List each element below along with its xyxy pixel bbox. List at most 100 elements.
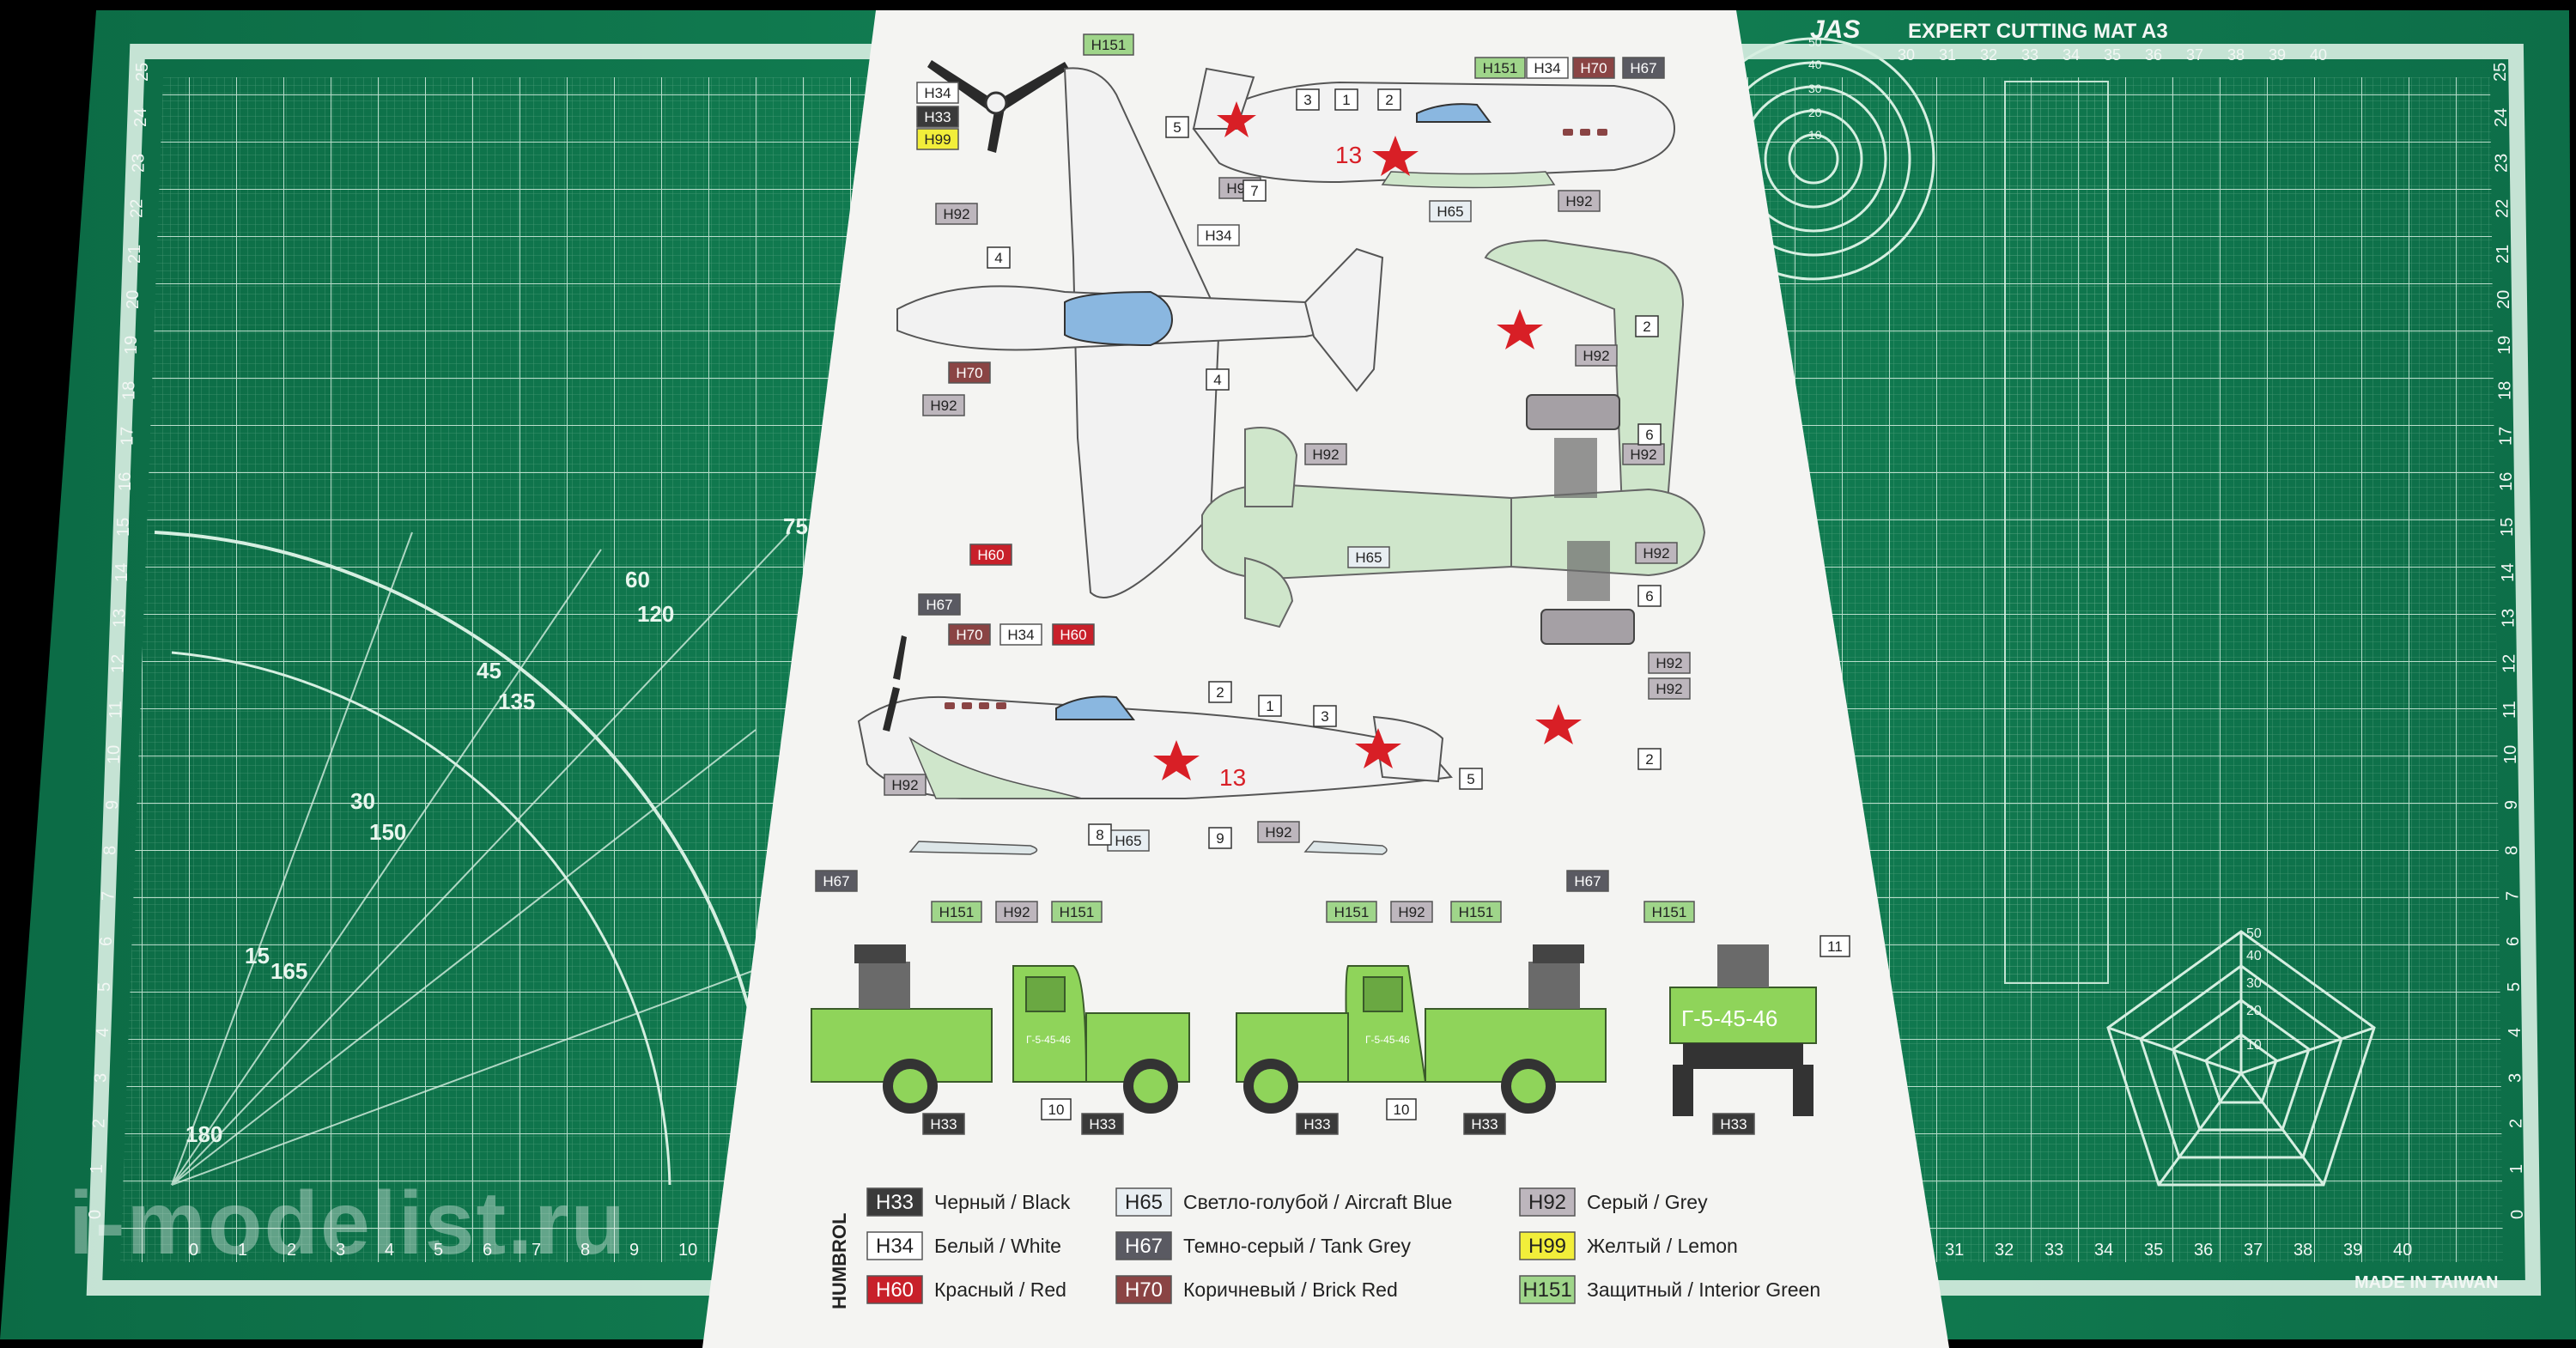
right-ruler-label: 23 (2493, 154, 2512, 173)
left-ruler-label: 4 (94, 1028, 112, 1037)
callout-code: H151 (939, 904, 975, 920)
bottom-ruler-label: 33 (2044, 1241, 2063, 1260)
part-number: 1 (1342, 92, 1350, 108)
left-ruler-label: 3 (92, 1073, 111, 1083)
part-number-box (1088, 823, 1112, 846)
right-ruler-label: 17 (2496, 427, 2515, 446)
part-number-box (1165, 116, 1189, 138)
propeller-detail (927, 60, 1069, 153)
part-number-box (1296, 88, 1320, 111)
callout-code: H92 (1583, 348, 1609, 364)
callout-box (1622, 57, 1665, 79)
bottom-ruler-label: 2 (287, 1241, 296, 1260)
side-view-2: 13 (857, 635, 1453, 855)
legend-code: H99 (1528, 1235, 1566, 1258)
part-number: 6 (1645, 588, 1653, 604)
bottom-ruler-label: 9 (629, 1241, 639, 1260)
mat-pentagon (2106, 930, 2376, 1187)
callout-code: H151 (1483, 60, 1518, 76)
callout-code: H92 (1003, 904, 1030, 920)
left-ruler-label: 9 (103, 800, 122, 810)
right-ruler: 2524232221201918171615141312111098765432… (2491, 63, 2527, 1219)
callout-code: H92 (891, 777, 918, 793)
legend-code: H70 (1125, 1278, 1163, 1302)
right-ruler-label: 3 (2506, 1073, 2525, 1083)
target-ring-30: 30 (1808, 82, 1822, 95)
callout-box (1347, 546, 1390, 568)
callout-box (1712, 1113, 1755, 1135)
callout-code: H65 (1115, 833, 1141, 849)
truck-right: Г-5-45-46 (1236, 944, 1607, 1114)
left-ruler-label: 0 (86, 1210, 105, 1219)
bottom-ruler-label: 31 (1945, 1241, 1964, 1260)
callout-code: H151 (1334, 904, 1370, 920)
star-marking-bottom (1497, 309, 1582, 744)
left-ruler-label: 24 (131, 108, 150, 127)
legend-code: H151 (1522, 1278, 1571, 1302)
part-number-box (1637, 585, 1662, 607)
left-ruler-label: 22 (127, 199, 146, 218)
callout-box (1566, 870, 1609, 892)
callout-code: H70 (1580, 60, 1607, 76)
part-number-box (1208, 827, 1232, 849)
callout-code: H34 (924, 85, 951, 101)
angle-arc-inner (171, 651, 671, 1186)
part-number: 9 (1216, 830, 1224, 847)
right-ruler-label: 0 (2508, 1210, 2527, 1219)
right-ruler-label: 22 (2493, 199, 2512, 218)
part-number: 3 (1321, 708, 1328, 725)
callout-code: H67 (1574, 873, 1601, 890)
legend-swatch (1519, 1275, 1576, 1304)
part-number-box (987, 246, 1011, 269)
exhaust-stubs-1 (1563, 129, 1607, 136)
part-number-box (1637, 748, 1662, 770)
callout-code: H151 (1060, 904, 1095, 920)
left-ruler-label: 8 (101, 846, 120, 855)
aircraft-number-2: 13 (1219, 764, 1246, 791)
callout-box (999, 623, 1042, 646)
part-number: 2 (1216, 684, 1224, 701)
left-ruler-label: 6 (97, 937, 116, 946)
bottom-ruler-label: 39 (2343, 1241, 2362, 1260)
callout-code: H34 (1007, 627, 1034, 643)
left-ruler-label: 23 (130, 154, 149, 173)
callout-box (948, 361, 991, 384)
legend-label: Коричневый / Brick Red (1183, 1278, 1398, 1301)
callout-code: H92 (1630, 446, 1656, 463)
left-ruler-label: 15 (114, 518, 133, 537)
callout-box (1643, 901, 1695, 923)
callout-code: H33 (1303, 1116, 1330, 1132)
part-number: 2 (1385, 92, 1393, 108)
callout-box (1429, 200, 1472, 222)
callout-code: H67 (926, 597, 952, 613)
callout-code: H99 (924, 131, 951, 148)
right-ruler-label: 7 (2503, 891, 2522, 901)
left-ruler-label: 14 (112, 563, 131, 582)
callout-box (995, 901, 1038, 923)
callout-box (1622, 443, 1665, 465)
part-number-box (1258, 695, 1282, 717)
part-number: 1 (1266, 698, 1273, 714)
callout-code: H92 (1398, 904, 1425, 920)
angle-180: 180 (185, 1121, 222, 1147)
part-number: 7 (1250, 183, 1258, 199)
callout-box (916, 128, 959, 150)
top-view-aircraft (896, 67, 1384, 598)
part-number-box (1386, 1098, 1417, 1120)
mat-made-in: MADE IN TAIWAN (2354, 1273, 2498, 1292)
callout-box (969, 543, 1012, 566)
part-number-box (1635, 315, 1659, 337)
truck-plate-3: Г-5-45-46 (1681, 1005, 1777, 1031)
left-ruler-label: 7 (99, 891, 118, 901)
right-ruler-label: 25 (2491, 63, 2510, 82)
top-ruler-label: 36 (2145, 46, 2162, 64)
callout-box (922, 1113, 965, 1135)
legend-code: H34 (876, 1235, 914, 1258)
watermark: i-modelist.ru (69, 1174, 627, 1273)
